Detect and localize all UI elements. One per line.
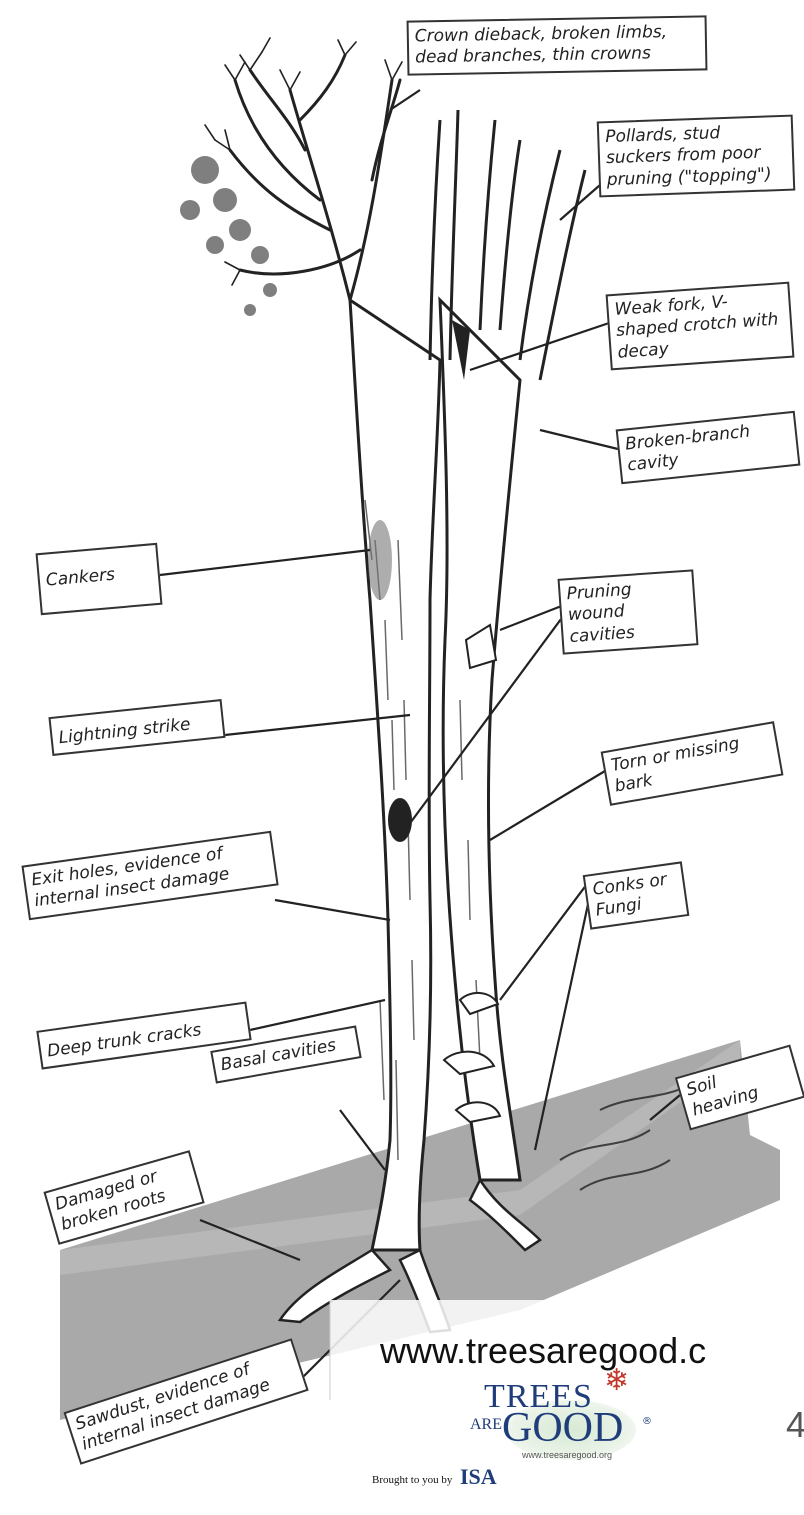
- logo-url-text: www.treesaregood.org: [522, 1450, 612, 1460]
- leaf-clusters: [180, 156, 277, 316]
- page-number: 4: [786, 1404, 804, 1446]
- label-crown-dieback: Crown dieback, broken limbs, dead branch…: [407, 15, 708, 75]
- isa-logo-text: ISA: [460, 1464, 497, 1490]
- registered-mark: ®: [642, 1416, 652, 1427]
- label-cankers: Cankers: [36, 543, 163, 615]
- brought-to-you-by: Brought to you by: [372, 1474, 452, 1486]
- cavity-hole: [388, 798, 412, 842]
- website-url[interactable]: www.treesaregood.c: [380, 1330, 706, 1372]
- label-pollards: Pollards, stud suckers from poor pruning…: [597, 115, 796, 198]
- maple-leaf-icon: ❄: [604, 1366, 629, 1396]
- logo-good-text: GOOD: [502, 1404, 623, 1452]
- canker-patch: [368, 520, 392, 600]
- label-pruning-wound: Pruning wound cavities: [558, 569, 699, 654]
- label-weak-fork: Weak fork, V-shaped crotch with decay: [606, 282, 795, 370]
- logo-are-text: ARE: [470, 1416, 502, 1434]
- trees-are-good-logo: TREES ❄ ARE GOOD ® www.treesaregood.org: [466, 1378, 656, 1470]
- main-trunk: [350, 300, 440, 1250]
